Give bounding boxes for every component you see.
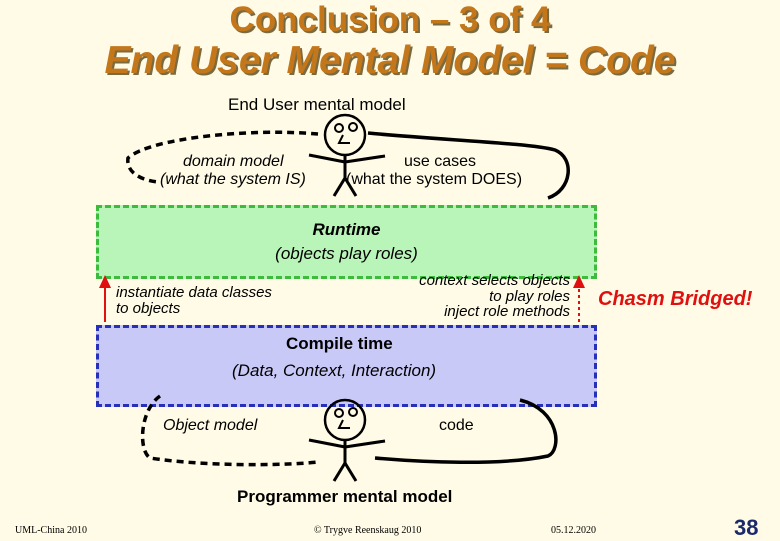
- domain-model-loop: [126, 130, 319, 184]
- footer-date: 05.12.2020: [551, 525, 596, 536]
- object-model-loop: [140, 394, 319, 467]
- domain-model-sublabel: (what the system IS): [160, 171, 306, 188]
- context-label-line2: to play roles: [489, 288, 570, 305]
- context-arrow: [573, 275, 585, 322]
- programmer-stick-figure: [308, 398, 386, 482]
- code-loop: [374, 398, 558, 464]
- footer-copyright: © Trygve Reenskaug 2010: [314, 525, 422, 536]
- use-cases-label: use cases: [404, 153, 477, 170]
- instantiate-arrow: [99, 275, 111, 322]
- runtime-box: [96, 205, 597, 279]
- compile-title: Compile time: [286, 334, 393, 353]
- end-user-mental-model-label: End User mental model: [228, 95, 406, 114]
- use-cases-sublabel: (what the system DOES): [346, 171, 523, 188]
- instantiate-label-line1: instantiate data classes: [116, 284, 272, 301]
- programmer-mental-model-label: Programmer mental model: [237, 487, 453, 506]
- runtime-subtitle: (objects play roles): [275, 244, 418, 263]
- page-number: 38: [734, 515, 759, 540]
- end-user-stick-figure: [308, 113, 386, 197]
- slide-title-line2: End User Mental Model = Code: [104, 39, 676, 82]
- footer-left: UML-China 2010: [15, 525, 87, 536]
- use-cases-loop: [367, 131, 570, 200]
- compile-subtitle: (Data, Context, Interaction): [232, 361, 437, 380]
- chasm-bridged-label: Chasm Bridged!: [598, 288, 753, 310]
- object-model-label: Object model: [163, 417, 258, 434]
- context-label-line1: context selects objects: [419, 272, 570, 289]
- domain-model-label: domain model: [183, 153, 284, 170]
- slide-title-line1: Conclusion – 3 of 4: [229, 0, 551, 39]
- instantiate-label-line2: to objects: [116, 300, 181, 317]
- compile-time-box: [96, 325, 597, 407]
- code-label: code: [439, 417, 474, 434]
- context-label-line3: inject role methods: [444, 303, 570, 320]
- runtime-title: Runtime: [312, 220, 381, 239]
